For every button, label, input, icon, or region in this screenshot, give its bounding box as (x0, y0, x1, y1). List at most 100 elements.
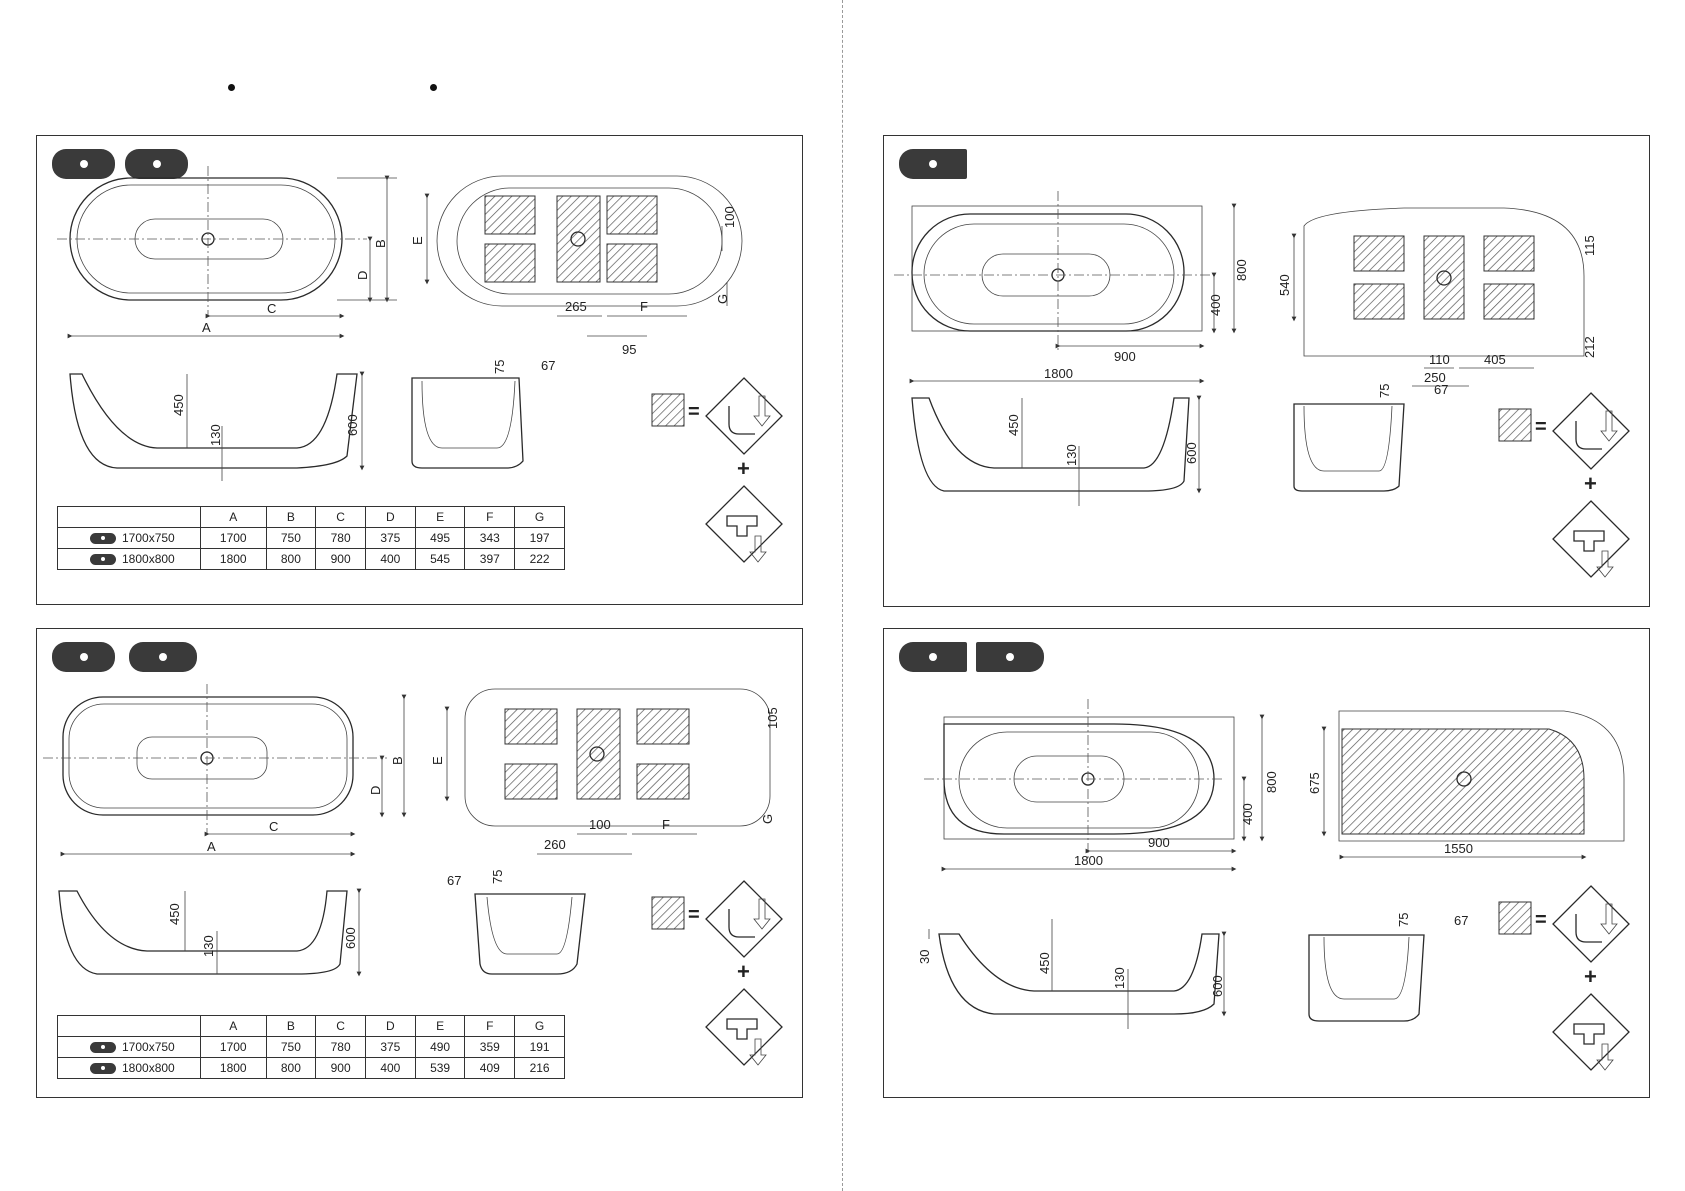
water-supply-tap-icon (1552, 993, 1630, 1071)
dim-E: E (430, 756, 445, 765)
table-cell: 409 (464, 1057, 516, 1079)
standard-model-badge-icon (899, 149, 967, 179)
table-cell: 397 (464, 548, 516, 570)
dim-405: 405 (1484, 352, 1506, 367)
large-model-badge-icon (129, 642, 197, 672)
standard-model-badge-icon (52, 149, 115, 179)
dim-75: 75 (1377, 384, 1392, 398)
table-cell: 400 (364, 548, 416, 570)
plus-sign: + (1584, 964, 1597, 989)
table-header-row: A B C D E F G (57, 506, 565, 528)
large-model-badge-icon (976, 642, 1044, 672)
dim-A: A (202, 320, 211, 335)
panel-freestanding-rounded: B D C A E 105 G 100 F 260 450 130 600 (36, 628, 803, 1098)
dim-600: 600 (343, 927, 358, 949)
dim-75: 75 (1396, 913, 1411, 927)
dim-130: 130 (208, 424, 223, 446)
large-model-badge-icon (125, 149, 188, 179)
technical-drawing: 400 800 900 1800 540 115 212 110 405 250… (894, 191, 1597, 506)
dim-675: 675 (1307, 772, 1322, 794)
hatched-area-icon (651, 393, 685, 427)
table-cell: 1700 (200, 527, 267, 549)
dim-600: 600 (1184, 442, 1199, 464)
dim-F: F (640, 299, 648, 314)
dim-400: 400 (1208, 294, 1223, 316)
table-cell: 900 (315, 1057, 366, 1079)
table-cell: 780 (315, 1036, 366, 1058)
dim-800: 800 (1234, 259, 1249, 281)
plus-sign: + (737, 456, 750, 481)
dim-600: 600 (345, 414, 360, 436)
connection-legend: = + (1494, 391, 1644, 606)
dim-1800: 1800 (1044, 366, 1073, 381)
dim-400: 400 (1240, 803, 1255, 825)
size-label: 1700x750 (122, 531, 175, 545)
dim-B: B (373, 239, 388, 248)
plus-sign: + (737, 959, 750, 984)
table-header: E (414, 1015, 466, 1037)
dim-265: 265 (565, 299, 587, 314)
dim-600: 600 (1210, 975, 1225, 997)
size-badge-icon (90, 1042, 116, 1054)
table-header: F (464, 1015, 516, 1037)
size-badge-icon (90, 554, 116, 566)
dim-100: 100 (589, 817, 611, 832)
dim-900: 900 (1114, 349, 1136, 364)
dim-450: 450 (171, 394, 186, 416)
dim-F: F (662, 817, 670, 832)
dim-1550: 1550 (1444, 841, 1473, 856)
table-cell: 490 (414, 1036, 466, 1058)
dim-75: 75 (492, 360, 507, 374)
technical-drawing: B D C A E 105 G 100 F 260 450 130 600 (43, 684, 780, 977)
equals-sign: = (688, 904, 700, 926)
table-header: D (364, 1015, 416, 1037)
table-header: E (414, 506, 466, 528)
table-cell: 197 (514, 527, 565, 549)
table-cell: 359 (464, 1036, 516, 1058)
drain-pipe-icon (705, 880, 783, 958)
table-cell: 539 (414, 1057, 466, 1079)
table-header-row: A B C D E F G (57, 1015, 565, 1037)
dim-D: D (368, 786, 383, 795)
size-label: 1800x800 (122, 1061, 175, 1075)
connection-legend: = + (647, 879, 797, 1094)
technical-drawing: B D C A E 100 G 265 F 95 450 130 600 (57, 166, 743, 481)
dim-450: 450 (1006, 414, 1021, 436)
size-badge-icon (90, 1063, 116, 1075)
drain-pipe-icon (1552, 885, 1630, 963)
dim-130: 130 (1112, 967, 1127, 989)
dim-250: 250 (1424, 370, 1446, 385)
dim-105: 105 (765, 707, 780, 729)
dim-67: 67 (1434, 382, 1448, 397)
dim-30: 30 (917, 950, 932, 964)
dim-D: D (355, 271, 370, 280)
table-header: B (265, 1015, 317, 1037)
dim-A: A (207, 839, 216, 854)
table-cell: 545 (414, 548, 466, 570)
dim-115: 115 (1582, 235, 1597, 256)
dimension-table: A B C D E F G 1700x750 1700 750 780 375 … (57, 506, 565, 570)
dim-67: 67 (1454, 913, 1468, 928)
dim-C: C (269, 819, 278, 834)
equals-sign: = (1535, 909, 1547, 931)
table-cell: 900 (315, 548, 366, 570)
connection-legend: = + (647, 376, 797, 596)
dim-450: 450 (167, 903, 182, 925)
table-row: 1800x800 1800 800 900 400 539 409 216 (57, 1057, 565, 1079)
table-cell: 375 (364, 527, 416, 549)
dim-75: 75 (490, 870, 505, 884)
dim-G: G (760, 814, 775, 824)
dim-900: 900 (1148, 835, 1170, 850)
equals-sign: = (688, 401, 700, 423)
standard-model-badge-icon (52, 642, 115, 672)
panel-wall-oval: 400 800 900 1800 540 115 212 110 405 250… (883, 135, 1650, 607)
dim-130: 130 (1064, 444, 1079, 466)
dim-C: C (267, 301, 276, 316)
dim-540: 540 (1277, 274, 1292, 296)
table-cell: 191 (514, 1036, 565, 1058)
table-cell: 375 (364, 1036, 416, 1058)
plus-sign: + (1584, 471, 1597, 496)
dim-450: 450 (1037, 952, 1052, 974)
drain-pipe-icon (1552, 392, 1630, 470)
dim-E: E (410, 236, 425, 245)
